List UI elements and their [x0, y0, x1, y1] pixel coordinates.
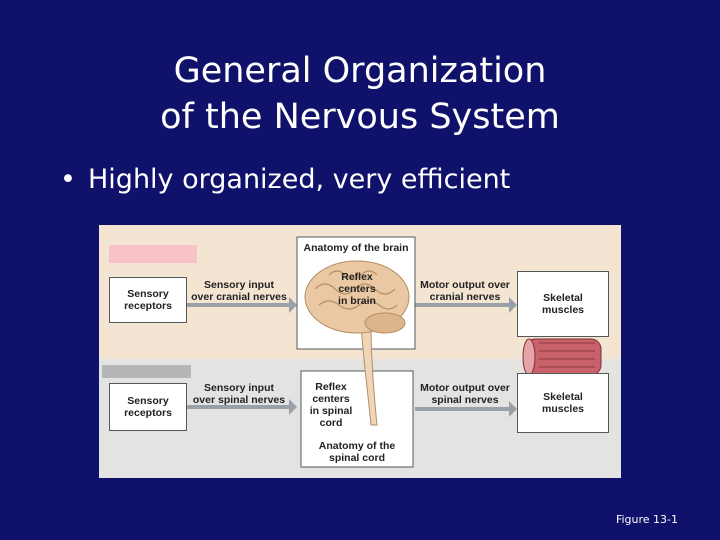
bullet-text: Highly organized, very efficient: [88, 164, 511, 195]
slide-title: General Organization of the Nervous Syst…: [0, 48, 720, 140]
sensory-input-cranial-label: Sensory input over cranial nerves: [191, 279, 287, 303]
arrow-sensory-spinal-icon: [187, 399, 297, 415]
cerebellum-icon: [364, 312, 406, 334]
skeletal-muscles-bottom-box: Skeletal muscles: [517, 373, 609, 433]
figure-label: Figure 13-1: [615, 513, 678, 526]
arrow-motor-spinal-icon: [415, 401, 517, 417]
nervous-system-diagram: Anatomy of the brain Reflex centers in b…: [99, 225, 621, 478]
sensory-receptors-top-box: Sensory receptors: [109, 277, 187, 323]
diagram-artwork: [187, 236, 602, 468]
spinal-cord-icon: [360, 324, 378, 426]
motor-output-spinal-label: Motor output over spinal nerves: [420, 382, 510, 406]
sensory-input-spinal-label: Sensory input over spinal nerves: [192, 382, 286, 406]
spinal-box: [300, 370, 414, 468]
reflex-centers-brain-label: Reflex centers in brain: [338, 271, 376, 307]
bullet-dot-icon: •: [60, 164, 76, 195]
brain-caption: Anatomy of the brain: [303, 242, 409, 254]
motor-output-cranial-label: Motor output over cranial nerves: [420, 279, 510, 303]
title-line-1: General Organization: [173, 51, 547, 91]
arrow-motor-cranial-icon: [411, 297, 517, 313]
arrow-sensory-cranial-icon: [187, 297, 297, 313]
section-tag-top: [109, 245, 197, 263]
spinal-caption: Anatomy of the spinal cord: [318, 440, 396, 464]
skeletal-muscles-top-box: Skeletal muscles: [517, 271, 609, 337]
title-line-2: of the Nervous System: [160, 97, 560, 137]
muscle-icon: [522, 338, 602, 376]
bullet-item: • Highly organized, very efficient: [60, 162, 510, 198]
section-tag-bottom: [102, 365, 191, 378]
sensory-receptors-bottom-box: Sensory receptors: [109, 383, 187, 431]
reflex-centers-spinal-label: Reflex centers in spinal cord: [309, 381, 353, 429]
